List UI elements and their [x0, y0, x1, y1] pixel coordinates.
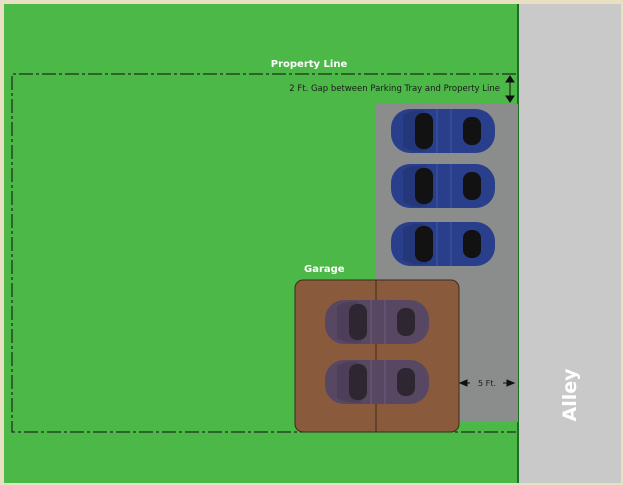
width-dimension-arrows	[458, 379, 516, 387]
alley-label: Alley	[559, 368, 581, 422]
property-line	[11, 73, 516, 433]
garage-car-2	[324, 359, 430, 405]
tray-car-3	[390, 221, 496, 267]
width-note-label: 5 Ft.	[478, 379, 496, 388]
tray-car-2	[390, 163, 496, 209]
property-line-label: Property Line	[271, 59, 348, 70]
garage-car-1	[324, 299, 430, 345]
alley-strip	[518, 4, 621, 483]
gap-dimension-arrow	[505, 75, 515, 103]
garage-label: Garage	[304, 264, 345, 275]
gap-note-label: 2 Ft. Gap between Parking Tray and Prope…	[289, 84, 500, 94]
tray-car-1	[390, 108, 496, 154]
